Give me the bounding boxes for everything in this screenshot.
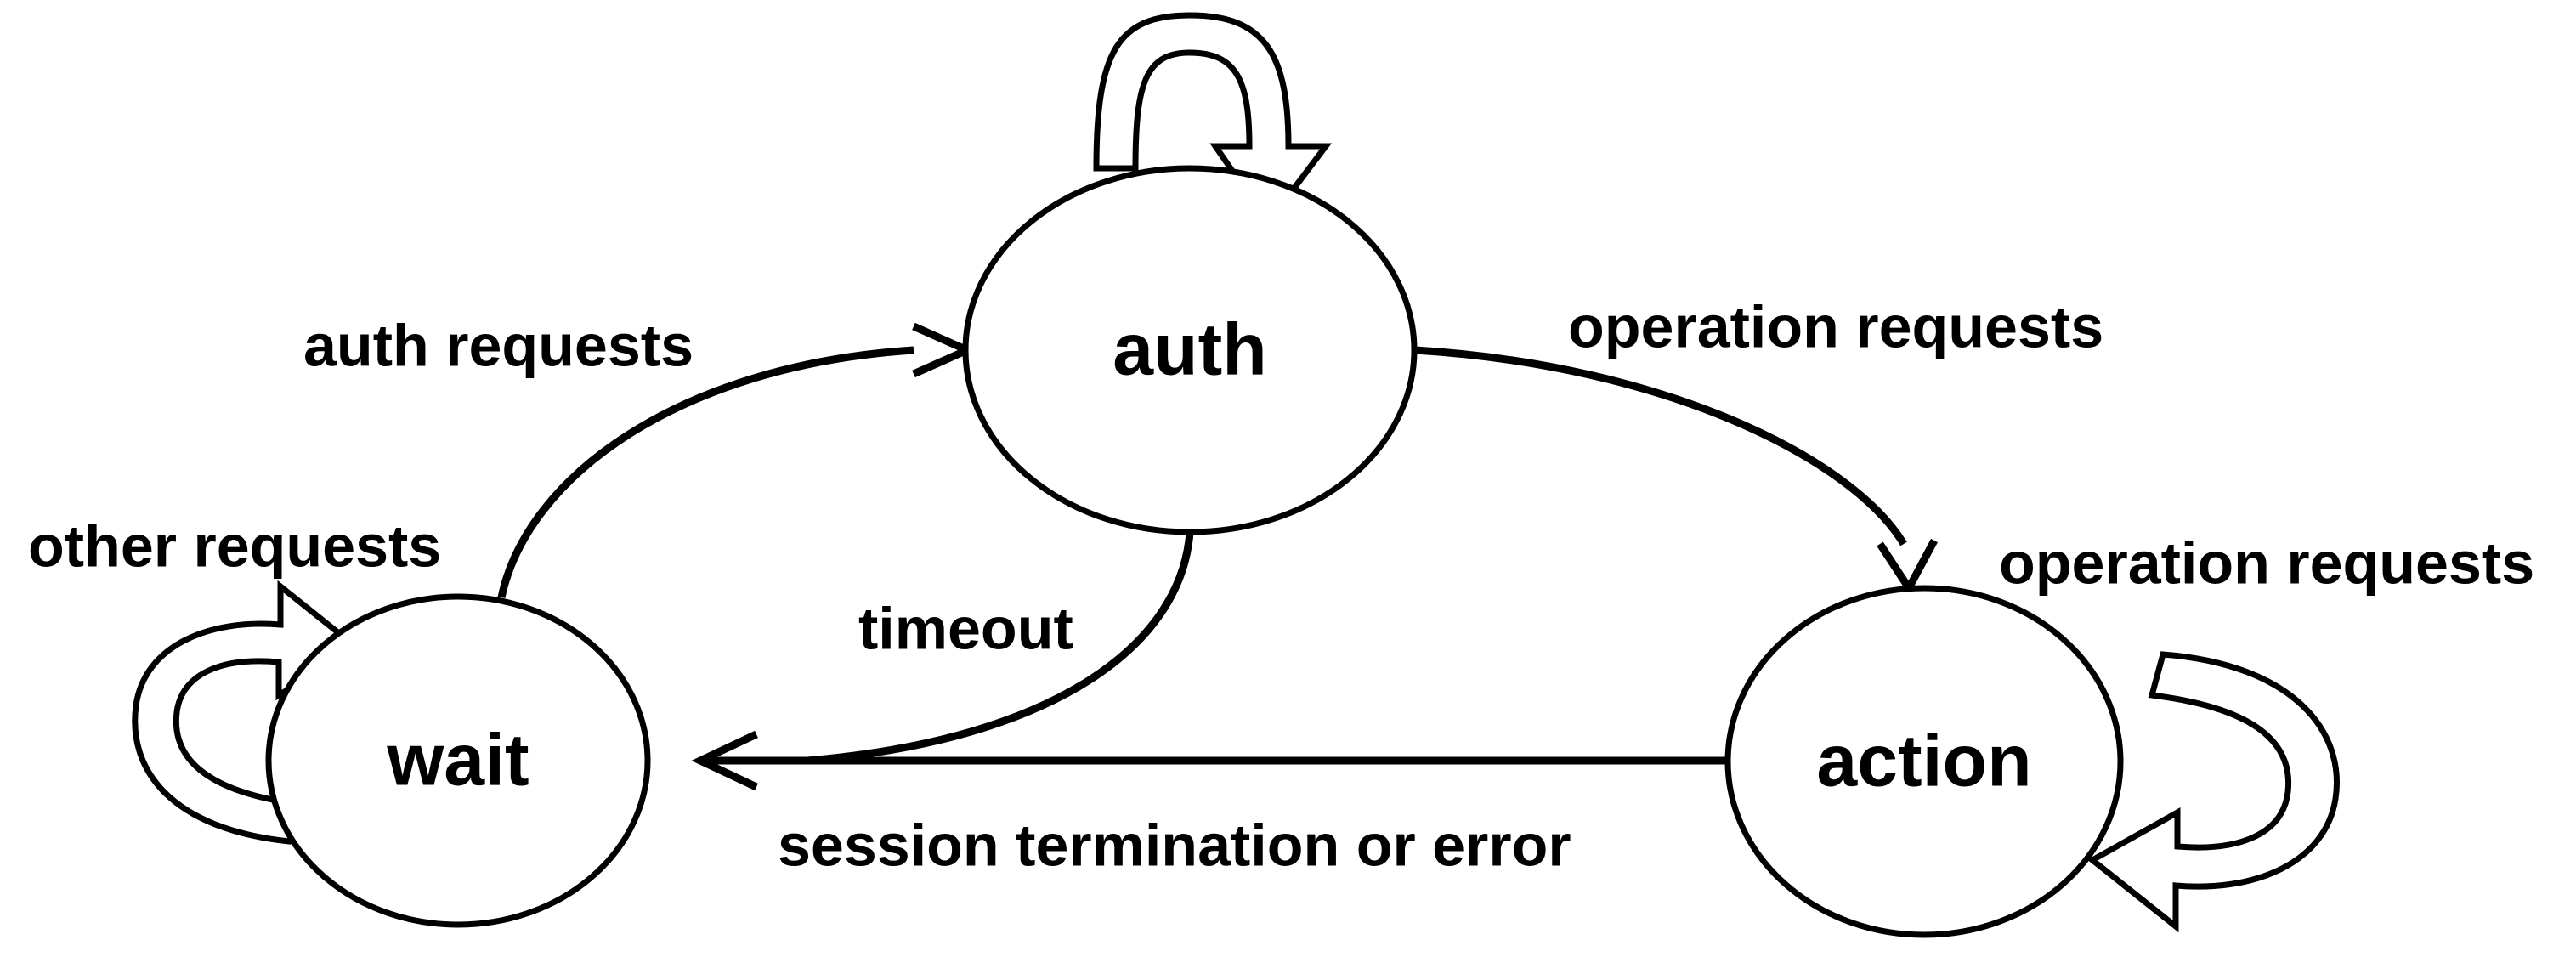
- auth-self-loop-ribbon: [1093, 12, 1333, 228]
- edge-label-other-requests: other requests: [28, 512, 441, 579]
- edge-action-to-wait[interactable]: session termination or error: [691, 730, 1728, 878]
- node-action-ellipse: [1724, 585, 2124, 938]
- node-auth-label: auth: [1112, 309, 1267, 391]
- node-action[interactable]: action: [1724, 585, 2124, 938]
- edge-auth-to-action[interactable]: operation requests: [1414, 293, 2103, 596]
- node-wait[interactable]: wait: [265, 593, 651, 928]
- edge-action-self-loop[interactable]: operation requests: [1999, 529, 2534, 933]
- edge-label-auth-requests: auth requests: [303, 312, 694, 378]
- wait-self-loop-ribbon: [132, 580, 363, 845]
- node-auth[interactable]: auth: [962, 165, 1418, 535]
- wait-to-auth-path: [497, 346, 914, 598]
- auth-to-action-path: [1414, 346, 1907, 546]
- edge-wait-to-auth[interactable]: auth requests: [303, 312, 977, 598]
- node-auth-ellipse: [962, 165, 1418, 535]
- auth-to-action-arrowhead: [1877, 538, 1938, 596]
- edge-wait-self-loop[interactable]: other requests: [28, 512, 441, 845]
- edge-label-operation-requests-auth-action: operation requests: [1568, 293, 2103, 359]
- edge-label-session-termination-or-error: session termination or error: [778, 812, 1571, 878]
- node-wait-ellipse: [265, 593, 651, 928]
- edge-label-operation-requests-action-self: operation requests: [1999, 529, 2534, 596]
- node-wait-label: wait: [386, 720, 529, 801]
- edge-label-timeout: timeout: [858, 595, 1073, 661]
- wait-to-auth-arrowhead: [912, 322, 977, 378]
- edge-auth-to-wait[interactable]: timeout: [807, 531, 1194, 765]
- edge-auth-self-loop[interactable]: [1093, 12, 1333, 228]
- action-to-wait-arrowhead: [691, 730, 758, 791]
- node-action-label: action: [1816, 721, 2031, 802]
- auth-to-wait-path: [807, 531, 1194, 765]
- action-self-loop-ribbon: [2086, 651, 2340, 933]
